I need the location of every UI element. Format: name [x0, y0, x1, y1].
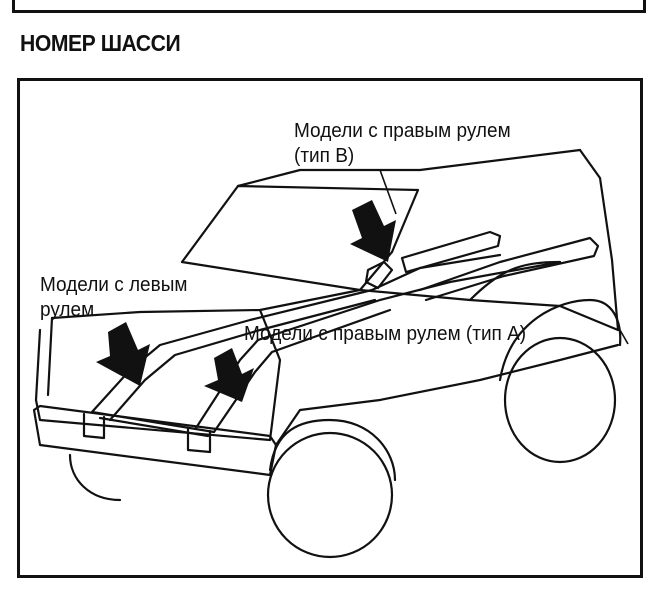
leader-type-b — [379, 169, 397, 215]
body-side — [358, 288, 620, 332]
frame-rail-left-b — [108, 298, 377, 422]
diagram-frame — [17, 78, 643, 578]
label-lhd-line1: Модели с левым — [40, 274, 188, 296]
front-left-wheel — [68, 453, 122, 502]
tow-hook-left — [82, 412, 106, 440]
arrow-rhd-type-a — [204, 348, 254, 402]
frame-rail-right-b — [212, 308, 392, 434]
vin-marker-box — [364, 260, 394, 290]
rear-rail-lower — [418, 236, 600, 302]
section-heading: НОМЕР ШАССИ — [20, 30, 181, 56]
grille-line — [46, 316, 54, 397]
frame-crossmember — [90, 410, 216, 438]
tow-hook-right — [186, 426, 212, 454]
cab-rear — [578, 148, 620, 332]
label-rhd-type-a: Модели с правым рулем (тип А) — [244, 323, 527, 345]
hood-line — [180, 250, 394, 292]
label-lhd-line2: рулем — [40, 299, 95, 321]
lower-body — [274, 343, 620, 447]
roof-line — [236, 148, 582, 188]
label-rhd-type-b-line1: Модели с правым рулем — [294, 120, 511, 142]
arrow-lhd — [96, 322, 150, 386]
front-wheel-arch — [268, 418, 397, 482]
rear-wheel — [503, 336, 617, 464]
label-rhd-type-b-line2: (тип В) — [294, 145, 355, 167]
front-wheel — [266, 431, 394, 559]
rear-rail-curve — [468, 260, 562, 302]
front-body — [34, 308, 282, 442]
hood-front — [50, 288, 362, 320]
rear-wheel-arch — [498, 298, 622, 382]
leader-type-a — [619, 329, 629, 345]
top-box-fragment — [12, 0, 646, 13]
arrow-rhd-type-b — [350, 200, 396, 262]
rear-rail-top — [400, 230, 502, 274]
windshield-outline — [180, 184, 420, 264]
